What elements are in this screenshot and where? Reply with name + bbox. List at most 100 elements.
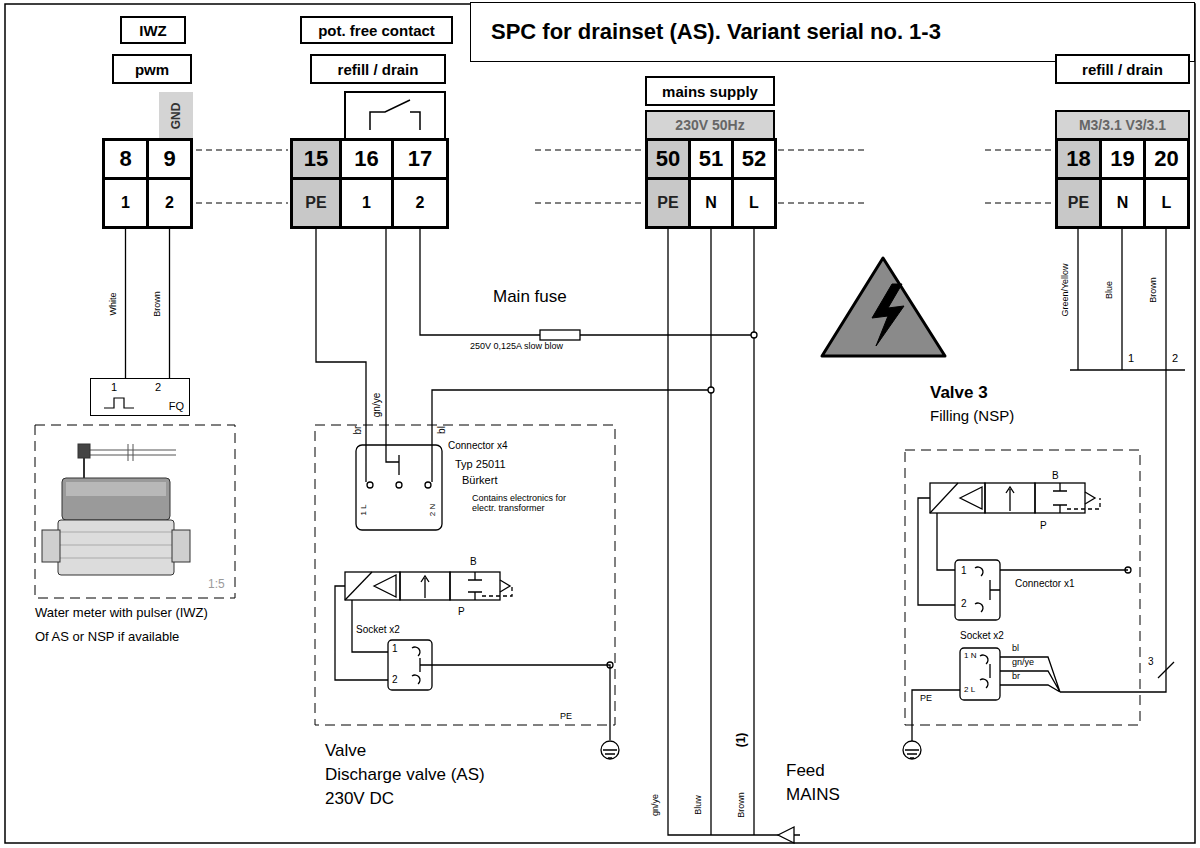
- feed-arrow: [778, 827, 794, 843]
- junction-dot: [708, 387, 714, 393]
- solenoid-valve-symbol: [930, 483, 985, 513]
- rating-box: M3/3.1 V3/3.1: [1055, 110, 1190, 140]
- node-text: IWZ: [139, 22, 167, 39]
- header-box: pwm: [112, 54, 192, 84]
- valve-enclosure: [315, 425, 615, 725]
- node-text: 51: [699, 146, 723, 172]
- node-text: N: [1117, 194, 1129, 212]
- annotation-text: Socket x2: [960, 630, 1004, 641]
- water-meter-picture: [172, 530, 190, 562]
- annotation-text: 1: [111, 381, 117, 393]
- solenoid-valve-symbol: [500, 580, 510, 592]
- annotation-text: Water meter with pulser (IWZ): [35, 606, 208, 620]
- annotation-text: (1): [735, 733, 748, 748]
- terminal-pin: PE: [1055, 177, 1102, 229]
- annotation-text: 250V 0,125A slow blow: [470, 342, 563, 352]
- terminal-pin: 1: [102, 177, 149, 229]
- annotation-text: Connector x4: [448, 440, 507, 451]
- socket-symbol: [420, 658, 610, 740]
- node-text: 50: [656, 146, 680, 172]
- wire: [125, 229, 126, 378]
- annotation-text: B: [470, 556, 477, 567]
- annotation-text: 2: [155, 381, 161, 393]
- connector-symbol: [990, 570, 1128, 600]
- terminal-pin: PE: [290, 177, 342, 229]
- wire: [385, 229, 386, 445]
- water-meter-picture: [66, 482, 166, 496]
- ground-symbol: [601, 690, 960, 759]
- annotation-text: Socket x2: [356, 624, 400, 635]
- solenoid-valve-symbol: [930, 483, 958, 513]
- rating-box: 230V 50Hz: [645, 110, 775, 140]
- header-box: mains supply: [645, 76, 775, 106]
- pulse-sensor-box: FQ: [90, 378, 190, 416]
- connector-symbol: [356, 445, 442, 530]
- header-box: refill / drain: [310, 54, 446, 84]
- annotation-text: 1:5: [208, 578, 225, 591]
- terminal-pin: 2: [391, 177, 449, 229]
- solenoid-valve-symbol: [1006, 487, 1014, 511]
- water-meter-picture: [60, 532, 172, 558]
- feed-arrow: [778, 827, 794, 843]
- annotation-text: 2: [1172, 352, 1178, 364]
- connector-symbol: [356, 445, 442, 530]
- terminal-pin: PE: [645, 177, 691, 229]
- terminal-pin: L: [1143, 177, 1190, 229]
- terminal-number: 8: [102, 138, 149, 180]
- annotation-text: PE: [920, 694, 932, 704]
- switch-symbol: [345, 92, 445, 140]
- solenoid-valve-symbol: [1067, 498, 1100, 509]
- annotation-text: 2 L: [964, 686, 975, 695]
- pulse-symbol: [104, 398, 134, 408]
- junction-dot: [607, 332, 1131, 668]
- connector-symbol: [960, 648, 1000, 700]
- connector-symbol: [396, 482, 402, 488]
- node-text: 9: [163, 146, 175, 172]
- annotation-text: Typ 25011: [455, 458, 506, 470]
- fuse-symbol: [540, 330, 580, 340]
- annotation-text: Contains electronics for electr. transfo…: [472, 494, 590, 514]
- annotation-text: bl: [1012, 644, 1019, 654]
- wire: [316, 229, 1185, 835]
- title-box: SPC for drainset (AS). Variant serial no…: [470, 2, 1195, 62]
- annotation-text: 2: [392, 674, 398, 685]
- node-text: 1: [121, 194, 130, 212]
- annotation-text: 1 L: [360, 504, 369, 515]
- node-text: 52: [742, 146, 766, 172]
- terminal-number: 50: [645, 138, 691, 180]
- connector-symbol: [989, 664, 990, 678]
- annotation-text: P: [458, 606, 465, 617]
- annotation-text: br: [1012, 672, 1020, 682]
- solenoid-valve-symbol: [400, 572, 450, 600]
- terminal-pin: L: [731, 177, 777, 229]
- annotation-text: PE: [560, 712, 572, 722]
- terminal-number: 52: [731, 138, 777, 180]
- ground-symbol: [905, 690, 960, 758]
- terminal-pin: N: [688, 177, 734, 229]
- valve-enclosure: [35, 425, 235, 598]
- annotation-text: Feed: [786, 762, 825, 781]
- terminal-number: 17: [391, 138, 449, 180]
- annotation-text: Filling (NSP): [930, 408, 1014, 425]
- terminal-number: 9: [146, 138, 193, 180]
- node-text: PE: [657, 194, 678, 212]
- wire-color-label: Brown: [153, 291, 163, 317]
- water-meter-picture: [42, 530, 60, 562]
- ground-symbol: [601, 741, 619, 759]
- terminal-pin: 2: [146, 177, 193, 229]
- terminal-number: 16: [339, 138, 394, 180]
- wire: [169, 229, 170, 378]
- wire: [668, 229, 800, 835]
- water-meter-picture: [42, 444, 190, 575]
- switch-symbol: [370, 100, 420, 130]
- node-text: pot. free contact: [318, 22, 435, 39]
- node-text: 20: [1154, 146, 1178, 172]
- node-text: 17: [408, 146, 432, 172]
- terminal-pin: N: [1099, 177, 1146, 229]
- annotation-text: Of AS or NSP if available: [35, 630, 179, 644]
- solenoid-valve-symbol: [985, 483, 1035, 513]
- solenoid-valve-symbol: [482, 586, 512, 596]
- wire: [1070, 369, 1185, 370]
- connector-symbol: [366, 445, 432, 482]
- solenoid-valve-symbol: [960, 487, 982, 509]
